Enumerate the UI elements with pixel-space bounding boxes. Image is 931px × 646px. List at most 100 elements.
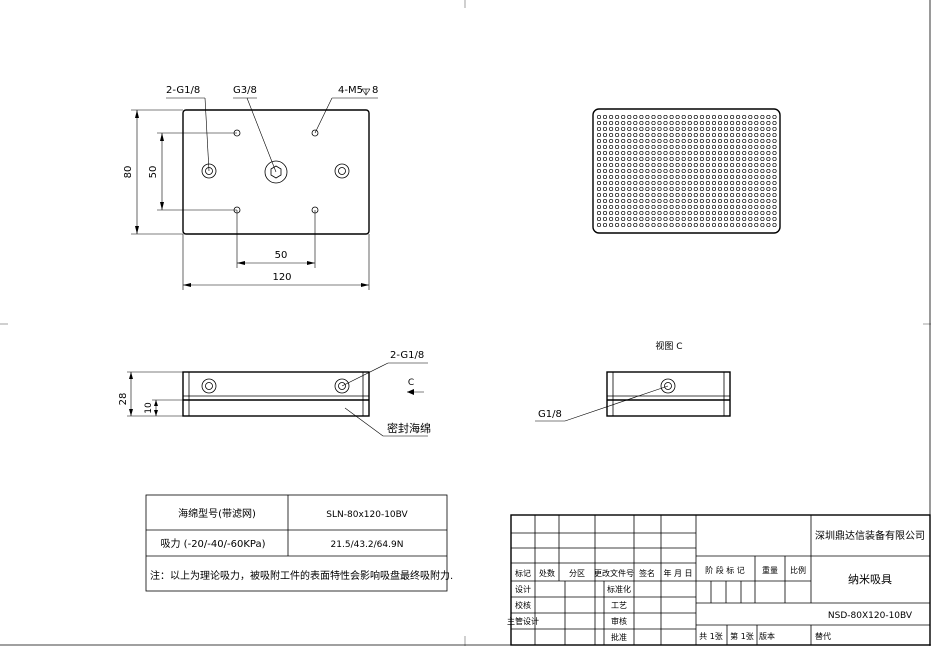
role-standardize: 标准化 xyxy=(607,584,631,594)
suction-hole xyxy=(596,114,602,120)
suction-hole xyxy=(669,174,674,180)
suction-hole xyxy=(645,198,650,204)
suction-hole xyxy=(663,156,668,162)
weight-label: 重量 xyxy=(762,565,778,575)
spec-label-force: 吸力 (-20/-40/-60KPa) xyxy=(161,537,266,550)
suction-hole xyxy=(615,120,620,126)
suction-hole xyxy=(730,216,735,222)
suction-hole xyxy=(717,204,723,210)
suction-hole xyxy=(633,156,638,162)
suction-hole xyxy=(717,186,723,192)
suction-hole xyxy=(627,150,632,156)
suction-hole xyxy=(651,156,656,162)
suction-hole xyxy=(645,138,650,144)
suction-hole xyxy=(772,120,777,126)
suction-hole xyxy=(760,126,765,132)
suction-hole xyxy=(681,222,686,228)
suction-hole xyxy=(766,156,771,162)
suction-hole xyxy=(621,114,626,120)
side-view: 28 10 2-G1/8 密封海绵 C xyxy=(118,350,431,437)
dim-sponge: 10 xyxy=(144,402,154,414)
suction-hole xyxy=(596,198,602,204)
suction-hole xyxy=(596,216,602,222)
suction-hole xyxy=(669,132,674,138)
suction-hole xyxy=(766,222,771,228)
suction-hole xyxy=(717,156,723,162)
suction-hole xyxy=(723,198,729,204)
suction-hole xyxy=(748,132,753,138)
suction-hole xyxy=(687,222,692,228)
suction-hole xyxy=(663,222,668,228)
suction-hole xyxy=(609,156,614,162)
suction-hole xyxy=(651,180,656,186)
scale-label: 比例 xyxy=(790,565,806,575)
suction-hole xyxy=(621,162,626,168)
suction-hole xyxy=(615,138,620,144)
suction-hole xyxy=(651,198,656,204)
suction-hole xyxy=(596,126,602,132)
suction-hole xyxy=(602,156,608,162)
suction-hole xyxy=(633,120,638,126)
suction-hole xyxy=(699,156,704,162)
suction-hole xyxy=(645,162,650,168)
suction-hole xyxy=(760,180,765,186)
suction-hole xyxy=(651,132,656,138)
suction-hole xyxy=(675,162,680,168)
suction-hole xyxy=(772,198,777,204)
suction-hole xyxy=(736,216,741,222)
suction-hole xyxy=(699,186,704,192)
suction-hole xyxy=(621,174,626,180)
suction-hole xyxy=(699,120,704,126)
suction-hole xyxy=(730,138,735,144)
suction-hole xyxy=(639,120,644,126)
suction-hole xyxy=(657,198,662,204)
suction-hole xyxy=(754,138,759,144)
suction-hole xyxy=(717,126,723,132)
suction-hole xyxy=(681,186,686,192)
suction-hole xyxy=(717,222,723,228)
suction-hole xyxy=(651,210,656,216)
suction-hole xyxy=(645,144,650,150)
suction-hole xyxy=(772,168,777,174)
suction-hole xyxy=(602,144,608,150)
suction-hole xyxy=(711,126,717,132)
suction-hole xyxy=(621,144,626,150)
suction-hole xyxy=(627,156,632,162)
sponge-face-view xyxy=(592,108,781,234)
suction-hole xyxy=(730,144,735,150)
suction-hole xyxy=(681,210,686,216)
suction-hole xyxy=(621,156,626,162)
suction-hole xyxy=(736,186,741,192)
suction-hole xyxy=(657,222,662,228)
suction-hole xyxy=(760,222,765,228)
suction-hole xyxy=(663,204,668,210)
suction-hole xyxy=(723,168,729,174)
suction-hole xyxy=(772,162,777,168)
suction-hole xyxy=(742,192,747,198)
suction-hole xyxy=(639,174,644,180)
suction-hole xyxy=(772,144,777,150)
suction-hole xyxy=(609,222,614,228)
suction-hole xyxy=(711,222,717,228)
suction-hole xyxy=(596,120,602,126)
suction-hole xyxy=(645,222,650,228)
suction-hole xyxy=(742,210,747,216)
suction-hole xyxy=(609,210,614,216)
suction-hole xyxy=(681,138,686,144)
suction-hole xyxy=(681,114,686,120)
suction-hole xyxy=(602,198,608,204)
suction-hole xyxy=(754,186,759,192)
suction-hole xyxy=(675,144,680,150)
suction-hole xyxy=(723,132,729,138)
suction-hole xyxy=(663,174,668,180)
suction-hole xyxy=(675,216,680,222)
suction-hole xyxy=(736,168,741,174)
suction-hole xyxy=(736,192,741,198)
suction-hole xyxy=(693,174,698,180)
suction-hole xyxy=(651,138,656,144)
suction-hole xyxy=(681,174,686,180)
suction-hole xyxy=(730,174,735,180)
suction-hole xyxy=(687,204,692,210)
view-c-port-label: G1/8 xyxy=(538,409,562,420)
